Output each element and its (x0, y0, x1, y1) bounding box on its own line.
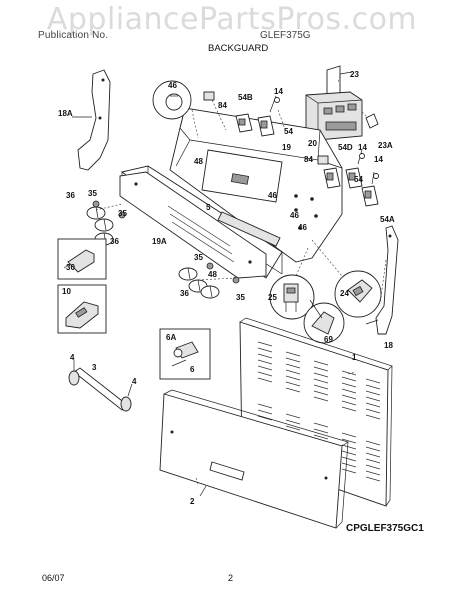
callout-30: 30 (66, 263, 75, 272)
part-knobs-36-right (178, 267, 220, 299)
callout-14: 14 (374, 155, 383, 164)
part-console-19 (169, 107, 343, 263)
part-cap-46-detail (152, 80, 192, 120)
footer-date: 06/07 (42, 573, 65, 583)
callout-14: 14 (274, 87, 283, 96)
callout-4: 4 (132, 377, 137, 386)
part-wire-ties-14 (269, 95, 379, 185)
callout-4: 4 (70, 353, 75, 362)
callout-54: 54 (284, 127, 293, 136)
callout-10: 10 (62, 287, 71, 296)
part-overlay-5 (217, 211, 281, 247)
watermark: AppliancePartsPros.com (46, 2, 418, 37)
callout-25: 25 (268, 293, 277, 302)
model-number: GLEF375G (260, 30, 311, 41)
inset-part-25-69 (269, 274, 345, 344)
footer-page-number: 2 (228, 573, 234, 583)
callout-84: 84 (218, 101, 227, 110)
callout-19A: 19A (152, 237, 167, 246)
callout-36: 36 (110, 237, 119, 246)
callout-84: 84 (304, 155, 313, 164)
callout-36: 36 (180, 289, 189, 298)
callout-69: 69 (324, 335, 333, 344)
part-relays (235, 113, 379, 207)
callout-46: 46 (290, 211, 299, 220)
callout-23: 23 (350, 70, 359, 79)
part-connectors-84 (203, 91, 329, 165)
inset-part-6a-6 (159, 328, 211, 380)
callout-35: 35 (194, 253, 203, 262)
callout-48: 48 (194, 157, 203, 166)
part-rod-assembly-3-4 (68, 360, 133, 412)
callout-54B: 54B (238, 93, 253, 102)
inset-part-30 (57, 238, 107, 280)
part-control-panel-19a (119, 165, 283, 279)
callout-6: 6 (190, 365, 195, 374)
part-side-trim-18 (365, 225, 399, 335)
callout-24: 24 (340, 289, 349, 298)
callout-1: 1 (352, 353, 357, 362)
callout-54: 54 (354, 175, 363, 184)
callout-46: 46 (298, 223, 307, 232)
callout-18A: 18A (58, 109, 73, 118)
callout-46: 46 (168, 81, 177, 90)
part-clip-23a (365, 113, 379, 129)
callout-46: 46 (268, 191, 277, 200)
callout-6A: 6A (166, 333, 176, 342)
part-side-trim-18a (72, 69, 111, 171)
publication-label: Publication No. (38, 30, 109, 41)
callout-23A: 23A (378, 141, 393, 150)
callout-54A: 54A (380, 215, 395, 224)
callout-5: 5 (206, 203, 211, 212)
callout-20: 20 (308, 139, 317, 148)
callout-18: 18 (384, 341, 393, 350)
callout-35: 35 (118, 209, 127, 218)
callout-14: 14 (358, 143, 367, 152)
leader-lines (95, 75, 387, 487)
callout-19: 19 (282, 143, 291, 152)
callout-48: 48 (208, 270, 217, 279)
callout-3: 3 (92, 363, 97, 372)
callout-2: 2 (190, 497, 195, 506)
callout-35: 35 (236, 293, 245, 302)
part-rings-35-right (206, 262, 240, 284)
inset-part-10 (57, 284, 107, 334)
callout-54D: 54D (338, 143, 353, 152)
callout-35: 35 (88, 189, 97, 198)
inset-part-24 (334, 270, 382, 318)
diagram-code: CPGLEF375GC1 (346, 523, 424, 534)
part-rings-35-left (92, 200, 126, 219)
part-bottom-cover-2 (159, 389, 349, 529)
section-title: BACKGUARD (208, 43, 269, 54)
callout-36: 36 (66, 191, 75, 200)
